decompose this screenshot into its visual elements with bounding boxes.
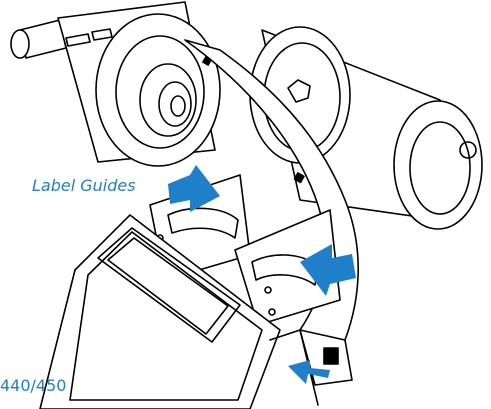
roll-axle-end: [10, 29, 30, 59]
label-guides-caption: Label Guides: [32, 176, 136, 195]
display-window-inner: [107, 237, 229, 335]
roll-hub-cap: [158, 81, 192, 127]
arrow-icon: [168, 165, 220, 212]
roll-hub: [139, 63, 197, 137]
housing-notch: [287, 79, 311, 103]
label-media: [184, 39, 359, 386]
guide-tab: [251, 254, 319, 286]
arrow-icon: [300, 244, 356, 296]
display-window: [97, 227, 241, 343]
label-roll: [10, 1, 221, 167]
right-label-guide: [234, 209, 341, 326]
label-mark: [293, 172, 305, 184]
printer-base: [39, 214, 319, 409]
base-edge: [269, 329, 319, 406]
housing-end-cap: [393, 100, 483, 230]
housing-end-inner: [409, 121, 471, 215]
guide-rivet: [268, 308, 276, 316]
arrow-icon: [288, 360, 330, 384]
housing-end-hole: [459, 141, 477, 159]
roll-inner-rim: [115, 35, 205, 149]
label-mark: [323, 347, 339, 365]
roll-hub-hole: [170, 95, 186, 117]
guide-plate: [234, 209, 341, 326]
model-number-caption: 440/450: [0, 376, 67, 395]
roll-slot: [91, 28, 113, 41]
guide-rivet: [264, 286, 272, 294]
roll-slot: [65, 33, 91, 47]
label-mark: [202, 56, 212, 66]
base-inner: [69, 231, 263, 401]
label-exit: [299, 329, 353, 386]
